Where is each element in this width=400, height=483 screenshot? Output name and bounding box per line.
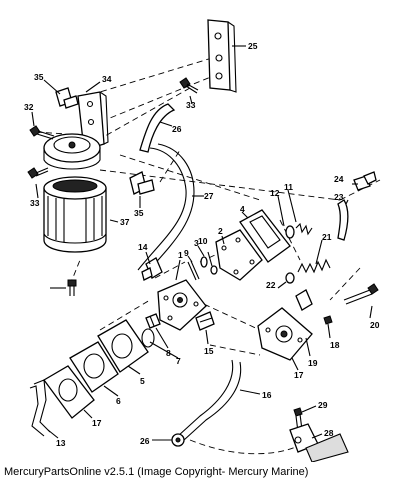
callout-20: 19 [308, 358, 318, 368]
callout-33-lower: 33 [30, 198, 40, 208]
callout-1: 1 [178, 250, 183, 260]
callout-19: 18 [330, 340, 340, 350]
bracket-part-31 [207, 19, 237, 93]
o-ring-part-7 [141, 328, 155, 348]
callout-31: 25 [248, 41, 258, 51]
hose-part-24 [337, 199, 349, 241]
seal-part-12 [285, 225, 295, 239]
bolt-part-33-upper [179, 77, 199, 94]
callout-14: 14 [138, 242, 148, 252]
filter-head-part-34 [43, 91, 109, 170]
leader-lines [31, 45, 373, 441]
callout-8: 8 [166, 348, 171, 358]
callout-24: 23 [334, 192, 344, 202]
hose-part-26-upper [139, 103, 176, 153]
callout-11: 11 [284, 182, 293, 192]
callout-12: 12 [270, 188, 280, 198]
plug-part-37 [67, 279, 77, 296]
washer-part-10 [200, 256, 208, 268]
callout-23: 22 [266, 280, 276, 290]
screw-part-33-lower [27, 167, 49, 179]
spring-part-11 [295, 222, 313, 236]
fuel-pump-body-part-1 [157, 279, 207, 331]
washer-part-23 [285, 272, 295, 284]
spring-part-22 [297, 258, 331, 274]
callout-27: 26 [140, 436, 150, 446]
fitting-part-27 [171, 433, 185, 447]
hose-part-26-long [137, 143, 195, 277]
callout-2: 2 [218, 226, 223, 236]
callout-10: 10 [198, 236, 208, 246]
hose-part-13 [29, 379, 51, 437]
plug-part-19 [323, 315, 333, 325]
callout-35-upper: 35 [34, 72, 44, 82]
callout-26-upper: 26 [172, 124, 182, 134]
screw-part-21 [343, 283, 379, 305]
housing-part-18 [257, 307, 313, 361]
callout-15: 15 [204, 346, 214, 356]
callout-33-upper: 33 [186, 100, 196, 110]
copyright-caption: MercuryPartsOnline v2.5.1 (Image Copyrig… [4, 466, 309, 478]
callout-29: 29 [318, 400, 328, 410]
callout-36: 37 [120, 217, 130, 227]
fuel-filter-part-36 [43, 176, 107, 253]
callout-32: 32 [24, 102, 34, 112]
fitting-part-20 [295, 289, 313, 311]
plate-part-17 [43, 365, 95, 419]
gasket-part-6 [69, 341, 119, 393]
callout-4: 4 [240, 204, 245, 214]
pump-cover-part-2 [215, 229, 263, 281]
fitting-part-35-lower [129, 171, 155, 195]
callout-22: 21 [322, 232, 332, 242]
washer-part-3 [210, 265, 218, 275]
diaphragm-part-5 [97, 319, 149, 373]
callout-21: 20 [370, 320, 380, 330]
callout-7: 7 [176, 356, 181, 366]
callout-labels: 25 35 34 32 33 26 33 35 27 37 4 12 11 24… [24, 41, 380, 448]
callout-13: 13 [56, 438, 66, 448]
exploded-parts-diagram: 25 35 34 32 33 26 33 35 27 37 4 12 11 24… [24, 19, 381, 462]
fitting-part-15 [195, 311, 215, 331]
callout-9: 9 [184, 248, 189, 258]
callout-6: 6 [116, 396, 121, 406]
callout-5: 5 [140, 376, 145, 386]
callout-34: 34 [102, 74, 112, 84]
fitting-part-35-upper [55, 87, 79, 109]
callout-3: 3 [194, 238, 199, 248]
plug-part-8 [145, 313, 161, 329]
callout-28: 28 [324, 428, 334, 438]
callout-26-lower: 27 [204, 191, 214, 201]
callout-17: 17 [92, 418, 102, 428]
pin-part-9 [187, 260, 200, 281]
callout-16: 16 [262, 390, 272, 400]
callout-25: 24 [334, 174, 344, 184]
hose-part-16 [177, 359, 242, 441]
assembly-lines [35, 57, 381, 455]
elbow-part-25 [353, 171, 377, 191]
callout-35-lower: 35 [134, 208, 144, 218]
bracket-part-28 [289, 423, 349, 462]
gasket-part-4 [239, 209, 291, 263]
screw-part-32 [29, 125, 55, 140]
screw-part-29 [293, 407, 303, 433]
callout-18: 17 [294, 370, 304, 380]
